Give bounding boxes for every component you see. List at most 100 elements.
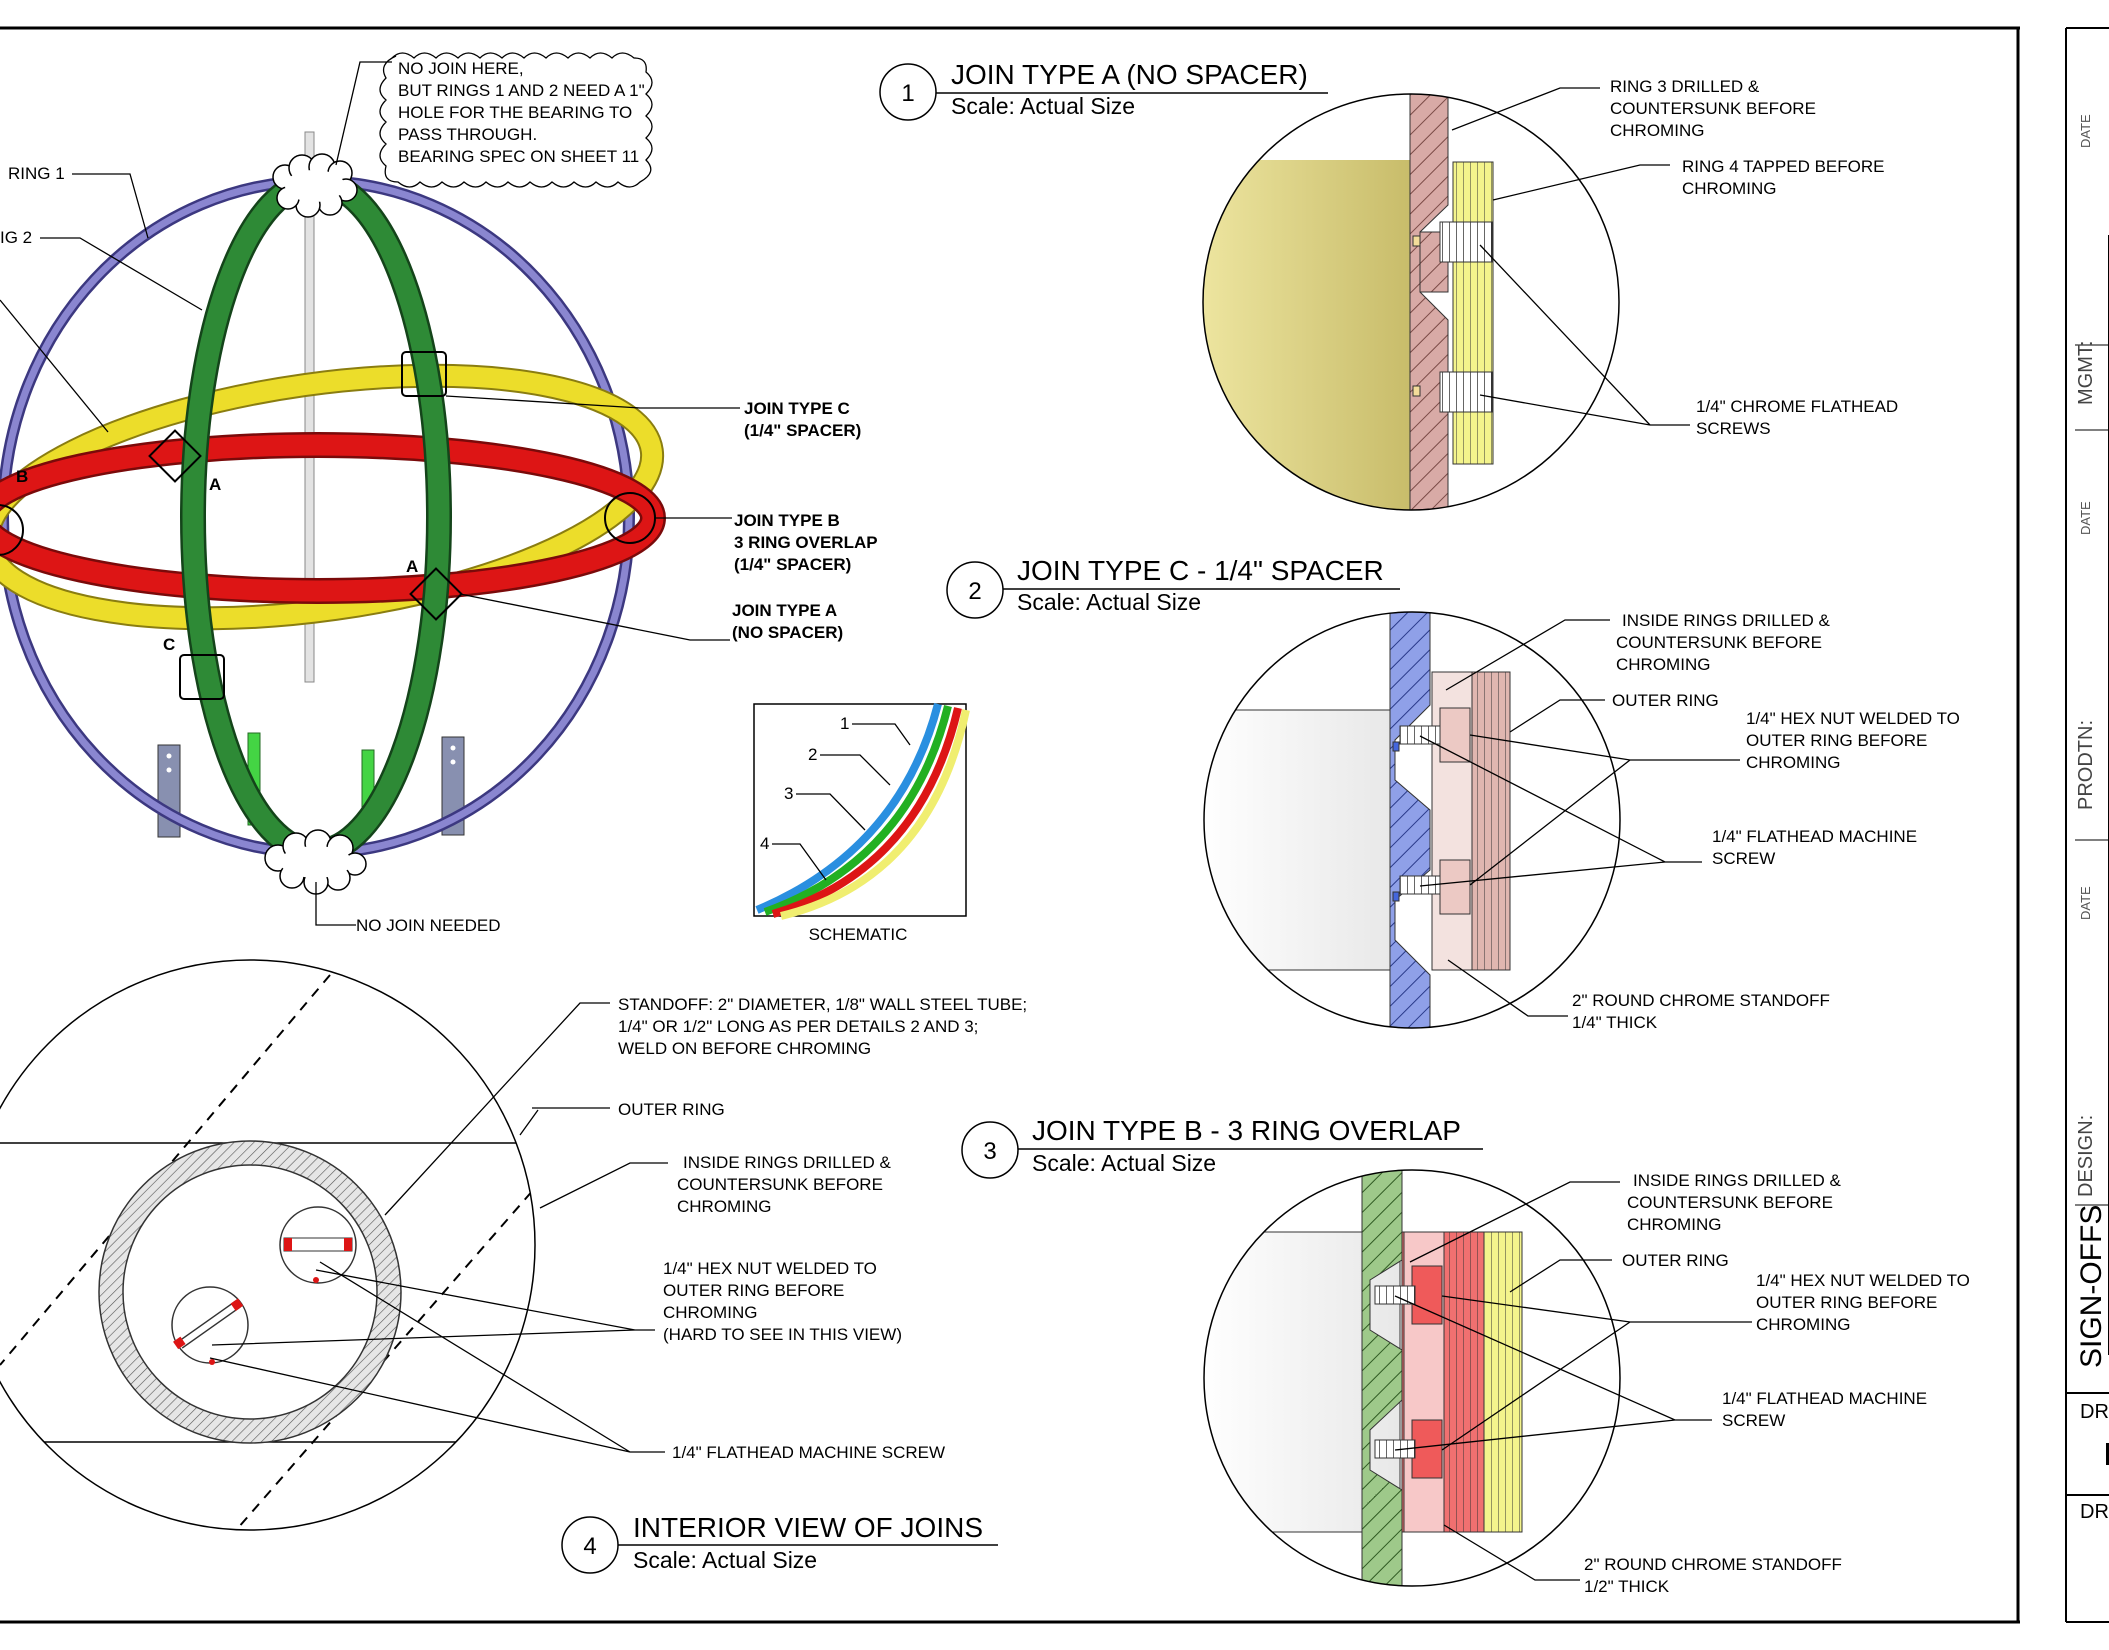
signoff-dr-1: DR <box>2080 1401 2109 1423</box>
outer-ring-yellow <box>1483 1231 1523 1533</box>
join-box-c-bottom <box>179 654 225 700</box>
detail-4-title: INTERIOR VIEW OF JOINS <box>633 1512 983 1543</box>
detail-3-bubble <box>961 1121 1019 1179</box>
svg-text:INSIDE RINGS DRILLED &COUNTERS: INSIDE RINGS DRILLED &COUNTERSUNK BEFORE… <box>1616 611 1830 674</box>
note-text: NO JOIN HERE, BUT RINGS 1 AND 2 NEED A 1… <box>398 59 649 166</box>
detail-3-drawing <box>1203 1169 1621 1587</box>
label-ring-2: IG 2 <box>0 228 32 247</box>
schematic-label-1: 1 <box>840 714 849 733</box>
detail-1-title: JOIN TYPE A (NO SPACER) <box>951 59 1308 90</box>
label-join-c: JOIN TYPE C (1/4" SPACER) <box>744 399 861 440</box>
detail-4-scale: Scale: Actual Size <box>633 1547 817 1573</box>
mark-a-left: A <box>209 475 221 494</box>
detail-3-title: JOIN TYPE B - 3 RING OVERLAP <box>1032 1115 1461 1146</box>
hex-nut-2 <box>1439 859 1471 915</box>
detail-4-drawing <box>0 959 536 1531</box>
signoff-title: SIGN-OFFS <box>2075 1205 2108 1368</box>
label-join-b: JOIN TYPE B 3 RING OVERLAP (1/4" SPACER) <box>734 511 882 574</box>
screw-1 <box>1439 221 1493 263</box>
detail-4-screw: 1/4" FLATHEAD MACHINE SCREW <box>672 1443 945 1462</box>
note-cloud <box>379 52 653 188</box>
inside-rings-section <box>1389 612 1431 1028</box>
detail-2-title: JOIN TYPE C - 1/4" SPACER <box>1017 555 1384 586</box>
detail-1-drawing <box>1202 93 1620 511</box>
signoff-date-2: DATE <box>2078 501 2093 535</box>
detail-1-scale: Scale: Actual Size <box>951 93 1135 119</box>
svg-text:INSIDE RINGS DRILLED &COUNTERS: INSIDE RINGS DRILLED &COUNTERSUNK BEFORE… <box>1627 1171 1841 1234</box>
axis-pole <box>304 131 315 683</box>
label-no-join: NO JOIN NEEDED <box>356 916 501 935</box>
svg-text:INSIDE RINGS DRILLED &COUNTERS: INSIDE RINGS DRILLED &COUNTERSUNK BEFORE… <box>677 1153 891 1216</box>
ring-4-section <box>1452 161 1494 465</box>
hex-nut-1 <box>1439 707 1471 763</box>
schematic-ring-1 <box>755 702 942 914</box>
detail-1-header: 1 JOIN TYPE A (NO SPACER) Scale: Actual … <box>879 59 1328 121</box>
inside-rings-section-b <box>1361 1170 1403 1586</box>
signoff-date-3: DATE <box>2078 886 2093 920</box>
detail-1-number: 1 <box>901 80 914 107</box>
signoff-prodtn: PRODTN: <box>2075 720 2097 810</box>
svg-text:RING 3 DRILLED &COUNTERSUNK BE: RING 3 DRILLED &COUNTERSUNK BEFORECHROMI… <box>1610 77 1816 140</box>
signoff-dr-2: DR <box>2080 1501 2109 1523</box>
mark-b: B <box>16 467 28 486</box>
detail-2-bubble <box>946 561 1004 619</box>
cloud-bottom <box>264 829 367 895</box>
detail-2-drawing <box>1203 611 1621 1029</box>
join-circle-b-left <box>0 504 24 556</box>
cloud-top <box>272 153 358 218</box>
signoff-mgmt: MGMT: <box>2075 341 2097 405</box>
ring-3-section <box>1409 94 1449 510</box>
hex-nut-b2 <box>1411 1419 1443 1479</box>
fastener-upper <box>279 1206 357 1284</box>
detail-4-labels: STANDOFF: 2" DIAMETER, 1/8" WALL STEEL T… <box>209 995 1027 1462</box>
schematic-ring-4 <box>780 709 970 920</box>
detail-3-header: 3 JOIN TYPE B - 3 RING OVERLAP Scale: Ac… <box>961 1115 1483 1179</box>
fastener-lower <box>171 1286 249 1365</box>
detail-3-number: 3 <box>983 1138 996 1165</box>
signoff-block: SIGN-OFFS DESIGN: PRODTN: MGMT: DATE DAT… <box>2065 27 2109 1623</box>
schematic: 1 2 3 4 SCHEMATIC <box>753 702 970 944</box>
schematic-ring-2 <box>763 705 952 916</box>
detail-2-scale: Scale: Actual Size <box>1017 589 1201 615</box>
mark-a-right: A <box>406 557 418 576</box>
mark-c: C <box>163 635 175 654</box>
join-box-a-left <box>148 429 202 483</box>
schematic-label-4: 4 <box>760 834 769 853</box>
detail-4-outer: OUTER RING <box>618 1100 725 1119</box>
detail-3-outer: OUTER RING <box>1622 1251 1729 1270</box>
detail-2-header: 2 JOIN TYPE C - 1/4" SPACER Scale: Actua… <box>946 555 1400 619</box>
signoff-design: DESIGN: <box>2075 1115 2097 1197</box>
join-box-c-top <box>401 351 447 397</box>
standoff-tube <box>99 1141 401 1443</box>
detail-4-number: 4 <box>583 1533 596 1560</box>
detail-2-outer: OUTER RING <box>1612 691 1719 710</box>
join-box-a-right <box>409 567 463 621</box>
screw-2 <box>1439 371 1493 413</box>
detail-2-number: 2 <box>968 578 981 605</box>
detail-3-labels: INSIDE RINGS DRILLED &COUNTERSUNK BEFORE… <box>1394 1171 1970 1596</box>
sphere-assembly: A A B C NO JOIN HERE, BUT RINGS 1 AND 2 … <box>0 52 882 935</box>
detail-3-scale: Scale: Actual Size <box>1032 1150 1216 1176</box>
schematic-ring-3 <box>771 707 962 918</box>
label-join-a: JOIN TYPE A (NO SPACER) <box>732 601 843 642</box>
detail-1-bubble <box>879 63 937 121</box>
label-ring-1: RING 1 <box>8 164 65 183</box>
detail-4-header: 4 INTERIOR VIEW OF JOINS Scale: Actual S… <box>561 1512 998 1574</box>
schematic-label-2: 2 <box>808 745 817 764</box>
schematic-title: SCHEMATIC <box>809 925 908 944</box>
detail-2-labels: INSIDE RINGS DRILLED &COUNTERSUNK BEFORE… <box>1419 611 1960 1032</box>
schematic-label-3: 3 <box>784 784 793 803</box>
signoff-date-1: DATE <box>2078 114 2093 148</box>
svg-text:STANDOFF: 2" DIAMETER, 1/8" WA: STANDOFF: 2" DIAMETER, 1/8" WALL STEEL T… <box>618 995 1027 1058</box>
